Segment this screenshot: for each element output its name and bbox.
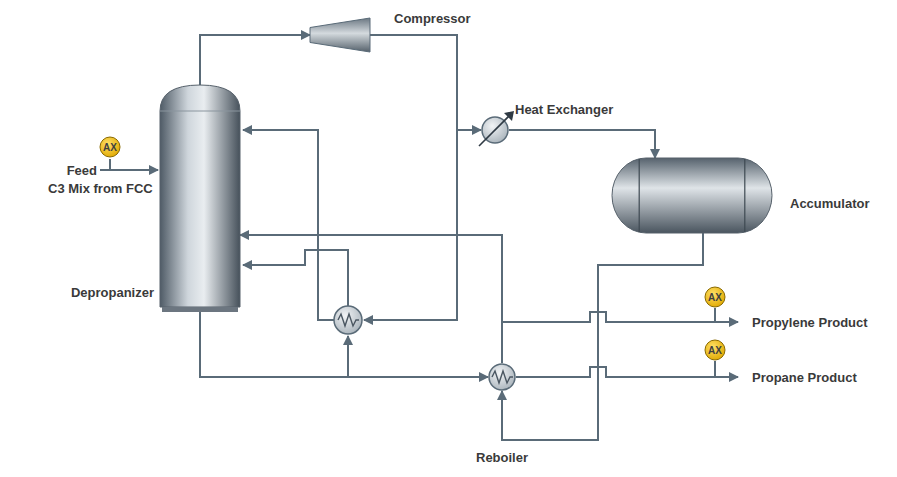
accumulator-vessel: Accumulator xyxy=(612,158,772,233)
process-stream xyxy=(200,312,488,377)
analyzer-tag: AX xyxy=(708,292,722,303)
process-stream xyxy=(370,35,481,130)
process-stream xyxy=(502,233,703,440)
heater-symbol xyxy=(481,116,509,144)
feed-line xyxy=(100,169,158,171)
product-label: Propylene Product xyxy=(752,315,868,330)
feed-label: C3 Mix from FCC xyxy=(48,181,153,196)
analyzer-bubble: AX xyxy=(704,339,726,361)
product-label: Propane Product xyxy=(752,370,857,385)
process-stream xyxy=(240,235,502,363)
return-line xyxy=(243,250,348,306)
equipment-label: Accumulator xyxy=(790,196,869,211)
compressor: Compressor xyxy=(310,18,370,52)
column-symbol xyxy=(160,85,240,312)
equipment-label: Heat Exchanger xyxy=(515,102,613,117)
reflux-line xyxy=(243,130,334,320)
propylene-line xyxy=(502,312,738,322)
equipment-label: Depropanizer xyxy=(71,285,154,300)
side-exchanger xyxy=(334,306,362,334)
bottoms-branch-line xyxy=(347,336,349,377)
process-stream xyxy=(200,35,310,85)
propane-line xyxy=(516,367,738,377)
coil-symbol xyxy=(488,363,516,391)
compressor-symbol xyxy=(310,18,370,52)
analyzer-tag: AX xyxy=(103,142,117,153)
analyzer-bubble: AX xyxy=(704,286,726,308)
reboiler: Reboiler xyxy=(488,363,516,391)
analyzer-tag: AX xyxy=(708,345,722,356)
feed-label: Feed xyxy=(67,163,97,178)
depropanizer-column: Depropanizer xyxy=(160,85,240,312)
process-stream xyxy=(509,130,655,158)
analyzer-tap xyxy=(109,159,111,170)
equipment-label: Reboiler xyxy=(476,450,528,465)
compressor-to-exchanger-line xyxy=(364,130,457,320)
heat-exchanger: Heat Exchanger xyxy=(481,116,509,144)
analyzer-tap xyxy=(714,308,716,322)
analyzer-tap xyxy=(714,361,716,377)
vessel-symbol xyxy=(612,158,772,233)
analyzer-bubble: AX xyxy=(99,136,121,158)
equipment-label: Compressor xyxy=(394,11,471,26)
